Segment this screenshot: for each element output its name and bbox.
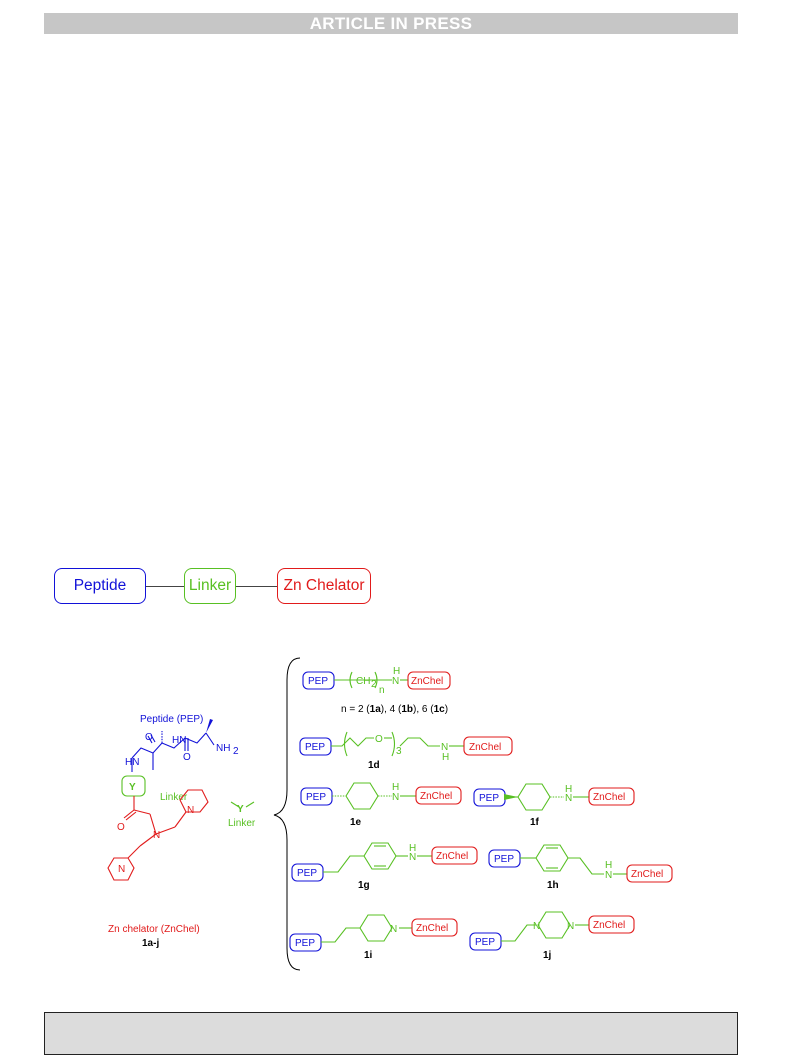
- nitrogen-atom: N: [153, 830, 160, 841]
- piperazine-nitrogen: N: [567, 921, 574, 932]
- nh2-atom: NH: [216, 743, 230, 754]
- peptide-pep-title: Peptide (PEP): [140, 714, 203, 725]
- nh-nitrogen: N: [565, 793, 572, 804]
- pyridine-nitrogen: N: [187, 805, 194, 816]
- znchel-box: [407, 671, 451, 690]
- chemical-scheme: .b { stroke:#1212d8; fill:none; stroke-w…: [107, 657, 673, 971]
- znchel-box: [463, 736, 513, 756]
- znchel-box: [431, 846, 478, 865]
- ch2-group: CH: [356, 676, 370, 687]
- znchel-label: ZnChel: [420, 791, 452, 802]
- nh2-subscript: 2: [233, 746, 239, 757]
- compound-1g-label: 1g: [358, 880, 370, 891]
- zn-chelator-box: Zn Chelator: [277, 568, 371, 604]
- oxygen-atom: O: [117, 822, 125, 833]
- pyridine-nitrogen: N: [118, 864, 125, 875]
- nh-hydrogen: H: [392, 782, 399, 793]
- nh-nitrogen: N: [441, 742, 448, 753]
- pep-label: PEP: [305, 742, 325, 753]
- generic-linker-label: Linker: [228, 818, 256, 829]
- chelator-structure: [107, 789, 209, 881]
- nh-atom: HN: [172, 735, 186, 746]
- znchel-label: ZnChel: [593, 792, 625, 803]
- compound-1d-label: 1d: [368, 760, 380, 771]
- pep-label: PEP: [494, 854, 514, 865]
- compound-1e-label: 1e: [350, 817, 362, 828]
- piperidine-nitrogen: N: [390, 924, 397, 935]
- znchel-label: ZnChel: [593, 920, 625, 931]
- n-values-line: n = 2 (1a), 4 (1b), 6 (1c): [341, 704, 448, 715]
- nh-hydrogen: H: [442, 752, 449, 763]
- article-in-press-banner: ARTICLE IN PRESS: [44, 13, 738, 34]
- oxygen-atom: O: [183, 752, 191, 763]
- zn-chelator-title: Zn chelator (ZnChel): [108, 924, 200, 935]
- generic-y-symbol: Y: [237, 804, 244, 815]
- znchel-label: ZnChel: [416, 923, 448, 934]
- pep-label: PEP: [479, 793, 499, 804]
- compound-1i-label: 1i: [364, 950, 373, 961]
- pep-label: PEP: [475, 937, 495, 948]
- y-symbol: Y: [129, 782, 136, 793]
- connector-line: [236, 586, 277, 587]
- nh-hydrogen: H: [393, 666, 400, 677]
- znchel-label: ZnChel: [631, 869, 663, 880]
- pep-label: PEP: [295, 938, 315, 949]
- compound-series-label: 1a-j: [142, 938, 159, 949]
- peptide-structure: [131, 719, 215, 772]
- znchel-label: ZnChel: [469, 742, 501, 753]
- znchel-box: [588, 787, 635, 806]
- linker-label: Linker: [160, 792, 188, 803]
- peptide-box: Peptide: [54, 568, 146, 604]
- nh-nitrogen: N: [409, 852, 416, 863]
- compound-1h-label: 1h: [547, 880, 559, 891]
- pep-label: PEP: [297, 868, 317, 879]
- znchel-box: [411, 918, 458, 937]
- connector-line: [146, 586, 184, 587]
- oxygen-atom: O: [145, 732, 153, 743]
- nh-nitrogen: N: [392, 792, 399, 803]
- nh-hydrogen: H: [605, 860, 612, 871]
- curly-brace: [273, 657, 301, 971]
- pep-label: PEP: [308, 676, 328, 687]
- n-subscript: n: [379, 685, 385, 696]
- pep-label: PEP: [306, 792, 326, 803]
- nh-nitrogen: N: [605, 870, 612, 881]
- nh-nitrogen: N: [392, 676, 399, 687]
- znchel-label: ZnChel: [411, 676, 443, 687]
- znchel-box: [626, 864, 673, 883]
- compound-1j-label: 1j: [543, 950, 552, 961]
- nh-hydrogen: H: [565, 784, 572, 795]
- znchel-box: [588, 915, 635, 934]
- ch2-subscript: 2: [371, 679, 377, 690]
- znchel-label: ZnChel: [436, 851, 468, 862]
- nh-hydrogen: H: [409, 843, 416, 854]
- piperazine-nitrogen: N: [533, 921, 540, 932]
- linker-box: Linker: [184, 568, 236, 604]
- compound-1f-label: 1f: [530, 817, 540, 828]
- znchel-box: [415, 786, 462, 805]
- hn-atom: HN: [125, 757, 139, 768]
- repeat-subscript: 3: [396, 746, 402, 757]
- ether-oxygen: O: [375, 734, 383, 745]
- caption-placeholder-box: [44, 1012, 738, 1055]
